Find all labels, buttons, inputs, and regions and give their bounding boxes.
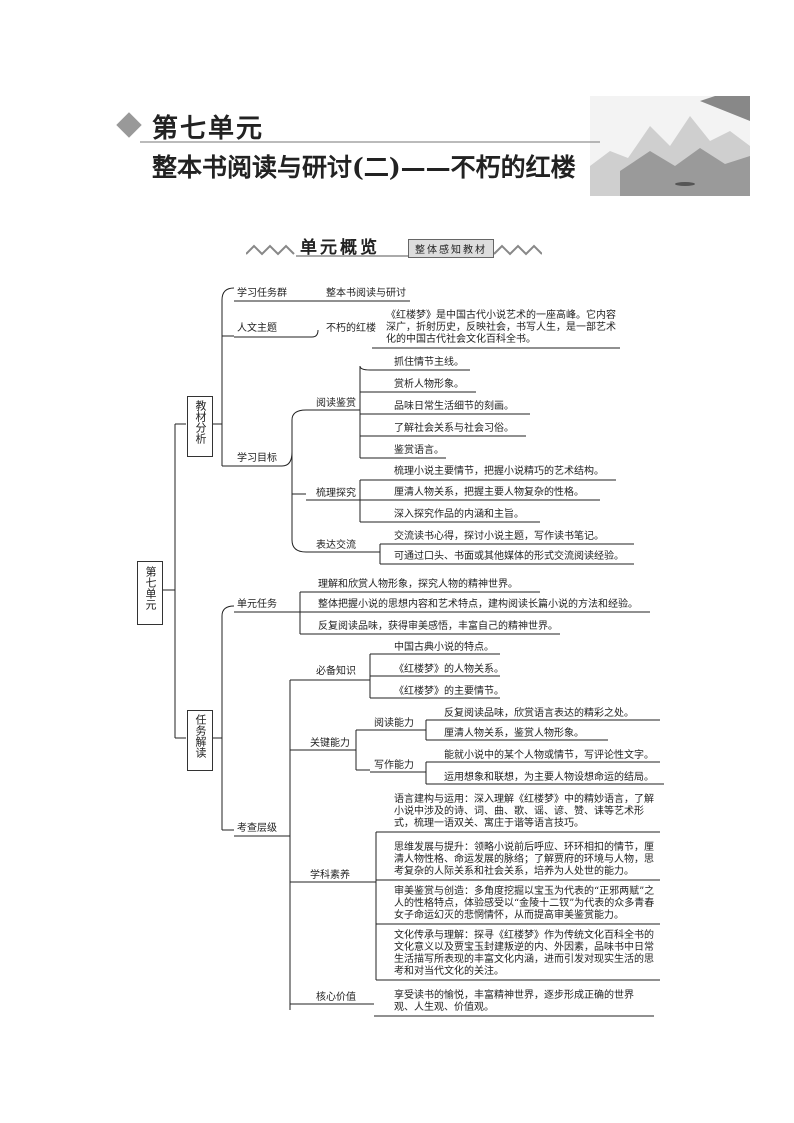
list-item: 品味日常生活细节的刻画。 bbox=[394, 401, 514, 412]
node-ability: 关键能力 bbox=[310, 738, 350, 749]
page-title: 整本书阅读与研讨(二)——不朽的红楼 bbox=[152, 153, 576, 182]
list-item: 深入探究作品的内涵和主旨。 bbox=[394, 509, 524, 520]
branch-task-interpretation: 任务解读 bbox=[187, 710, 213, 771]
unit-title: 第七单元 bbox=[152, 114, 265, 144]
list-item: 厘清人物关系，鉴赏人物形象。 bbox=[444, 728, 584, 739]
list-item: 语言建构与运用：深入理解《红楼梦》中的精妙语言，了解小说中涉及的诗、词、曲、歌、… bbox=[394, 794, 654, 829]
list-item: 反复阅读品味，欣赏语言表达的精彩之处。 bbox=[444, 708, 634, 719]
root-node: 第七单元 bbox=[137, 561, 163, 625]
node-task-group: 学习任务群 bbox=[237, 288, 287, 299]
list-item: 了解社会关系与社会习俗。 bbox=[394, 423, 514, 434]
list-item: 思维发展与提升：领略小说前后呼应、环环相扣的情节，厘清人物性格、命运发展的脉络；… bbox=[394, 842, 654, 877]
list-item: 文化传承与理解：探寻《红楼梦》作为传统文化百科全书的文化意义以及贾宝玉封建叛逆的… bbox=[394, 930, 654, 977]
branch-materials-label: 教材分析 bbox=[194, 400, 207, 444]
list-item: 梳理小说主要情节，把握小说精巧的艺术结构。 bbox=[394, 466, 604, 477]
header-rule bbox=[140, 141, 600, 143]
list-item: 赏析人物形象。 bbox=[394, 379, 464, 390]
branch-task-label: 任务解读 bbox=[194, 714, 207, 758]
list-item: 《红楼梦》的人物关系。 bbox=[394, 664, 504, 675]
node-theme: 人文主题 bbox=[237, 323, 277, 334]
node-literacy: 学科素养 bbox=[310, 870, 350, 881]
node-ability-writing: 写作能力 bbox=[374, 760, 414, 771]
list-item: 厘清人物关系，把握主要人物复杂的性格。 bbox=[394, 487, 584, 498]
node-reading: 阅读鉴赏 bbox=[316, 398, 356, 409]
list-item: 交流读书心得，探讨小说主题，写作读书笔记。 bbox=[394, 531, 604, 542]
root-label: 第七单元 bbox=[144, 566, 157, 610]
list-item: 能就小说中的某个人物或情节，写评论性文字。 bbox=[444, 750, 654, 761]
node-core-value: 核心价值 bbox=[316, 992, 356, 1003]
node-knowledge: 必备知识 bbox=[316, 666, 356, 677]
list-item: 审美鉴赏与创造：多角度挖掘以宝玉为代表的“正邪两赋”之人的性格特点，体验感受以“… bbox=[394, 886, 655, 921]
node-ability-reading: 阅读能力 bbox=[374, 718, 414, 729]
node-levels: 考查层级 bbox=[237, 823, 277, 834]
node-express: 表达交流 bbox=[316, 540, 356, 551]
node-core-desc: 享受读书的愉悦，丰富精神世界，逐步形成正确的世界观、人生观、价值观。 bbox=[394, 990, 634, 1013]
banner-title: 单元概览 bbox=[300, 238, 380, 258]
landscape-illustration bbox=[590, 96, 750, 196]
list-item: 可通过口头、书面或其他媒体的形式交流阅读经验。 bbox=[394, 551, 624, 562]
list-item: 中国古典小说的特点。 bbox=[394, 642, 494, 653]
branch-materials-analysis: 教材分析 bbox=[187, 396, 213, 457]
list-item: 整体把握小说的思想内容和艺术特点，建构阅读长篇小说的方法和经验。 bbox=[318, 599, 638, 610]
list-item: 抓住情节主线。 bbox=[394, 357, 464, 368]
node-unit-tasks: 单元任务 bbox=[237, 599, 277, 610]
list-item: 运用想象和联想，为主要人物设想命运的结局。 bbox=[444, 772, 654, 783]
node-theme-desc: 《红楼梦》是中国古代小说艺术的一座高峰。它内容深广，折射历史，反映社会，书写人生… bbox=[386, 310, 616, 345]
banner-subtitle: 整体感知教材 bbox=[408, 239, 494, 258]
node-task-group-value: 整本书阅读与研讨 bbox=[326, 288, 406, 299]
node-explore: 梳理探究 bbox=[316, 488, 356, 499]
list-item: 反复阅读品味，获得审美感悟，丰富自己的精神世界。 bbox=[318, 621, 558, 632]
list-item: 《红楼梦》的主要情节。 bbox=[394, 686, 504, 697]
list-item: 理解和欣赏人物形象，探究人物的精神世界。 bbox=[318, 579, 518, 590]
node-theme-sub: 不朽的红楼 bbox=[326, 323, 376, 334]
node-goals: 学习目标 bbox=[237, 453, 277, 464]
list-item: 鉴赏语言。 bbox=[394, 445, 444, 456]
